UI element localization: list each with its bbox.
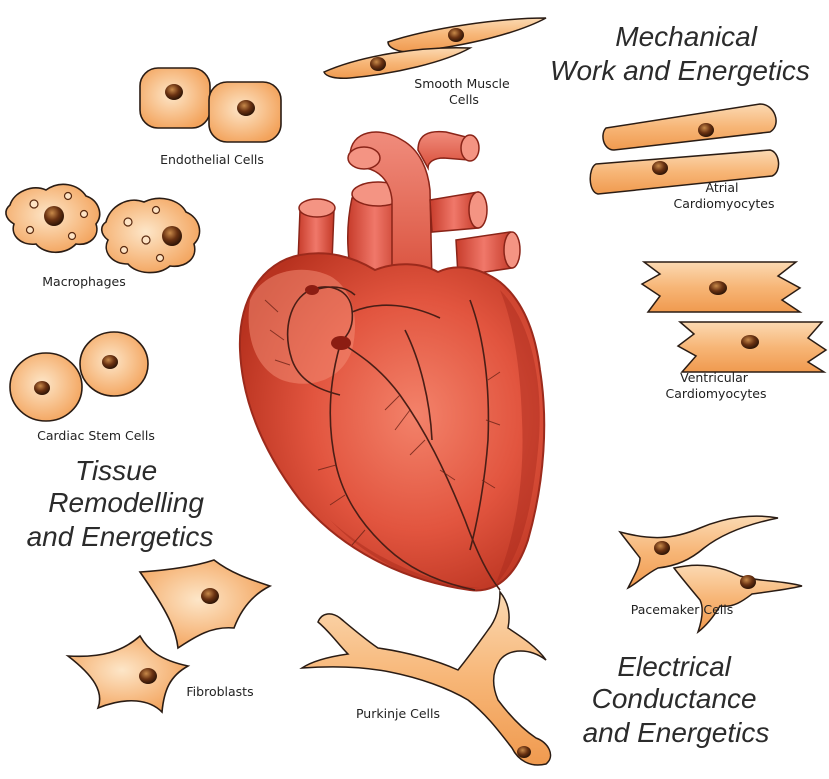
label-endothelial: Endothelial Cells: [160, 152, 264, 167]
heart-illustration: [238, 130, 546, 592]
pacemaker-cells: [618, 515, 803, 635]
ventricular-cardiomyocytes: [640, 261, 828, 373]
label-smooth-muscle: Smooth Muscle Cells: [414, 76, 513, 107]
atrial-cardiomyocytes: [589, 103, 780, 195]
conduction-pathways: [286, 286, 501, 591]
heading-tissue: Tissue Remodelling and Energetics: [27, 455, 214, 552]
smooth-muscle-cells: [323, 17, 547, 79]
heading-mechanical: Mechanical Work and Energetics: [550, 21, 810, 86]
purkinje-cells: [299, 589, 552, 766]
label-ventricular: Ventricular Cardiomyocytes: [666, 370, 767, 401]
label-macrophages: Macrophages: [42, 274, 125, 289]
label-pacemaker: Pacemaker Cells: [631, 602, 734, 617]
label-purkinje: Purkinje Cells: [356, 706, 440, 721]
heading-electrical: Electrical Conductance and Energetics: [583, 651, 770, 748]
aortic-arch: [349, 131, 433, 287]
macrophages: [5, 183, 201, 274]
label-cardiac-stem: Cardiac Stem Cells: [37, 428, 155, 443]
label-atrial: Atrial Cardiomyocytes: [674, 180, 775, 211]
label-fibroblasts: Fibroblasts: [186, 684, 253, 699]
fibroblasts: [65, 559, 273, 714]
endothelial-cells: [139, 67, 282, 143]
av-node: [331, 336, 351, 350]
cardiac-stem-cells: [9, 331, 149, 422]
sa-node: [305, 285, 319, 295]
